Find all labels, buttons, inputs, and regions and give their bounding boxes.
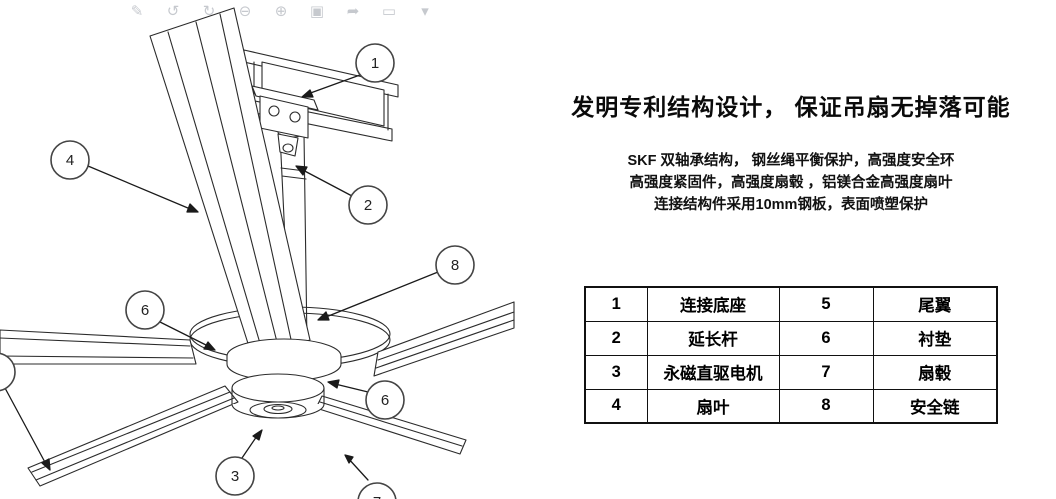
part-name: 永磁直驱电机 bbox=[646, 354, 780, 390]
zoom-out-icon[interactable]: ⊖ bbox=[238, 3, 252, 20]
table-row: 1 连接底座 5 尾翼 bbox=[584, 286, 998, 322]
callout-numbers: 1 2 4 8 6 6 3 7 bbox=[66, 55, 459, 499]
part-number: 2 bbox=[584, 320, 648, 356]
more-icon[interactable]: ▾ bbox=[421, 3, 429, 20]
callout-left-partial bbox=[0, 352, 16, 392]
part-number: 3 bbox=[584, 354, 648, 390]
folder-icon[interactable]: ▭ bbox=[381, 3, 397, 20]
part-name: 安全链 bbox=[872, 388, 998, 424]
part-name: 扇毂 bbox=[872, 354, 998, 390]
svg-text:2: 2 bbox=[364, 197, 372, 214]
callout-6a bbox=[125, 290, 165, 330]
image-icon[interactable]: ▣ bbox=[309, 3, 325, 20]
part-name: 连接底座 bbox=[646, 286, 780, 322]
svg-text:3: 3 bbox=[231, 468, 239, 485]
share-icon[interactable]: ➦ bbox=[346, 3, 360, 20]
top-toolbar: ✎ ↺ ↻ ⊖ ⊕ ▣ ➦ ▭ ▾ bbox=[128, 2, 434, 20]
fan-hub bbox=[226, 338, 342, 382]
part-number: 4 bbox=[584, 388, 648, 424]
callout-2 bbox=[348, 185, 388, 225]
callout-6b bbox=[365, 380, 405, 420]
mounting-bracket bbox=[251, 85, 319, 157]
parts-table: 1 连接底座 5 尾翼 2 延长杆 6 衬垫 3 永磁直驱电机 7 bbox=[584, 286, 998, 424]
svg-text:6: 6 bbox=[141, 302, 149, 319]
part-number: 6 bbox=[778, 320, 874, 356]
svg-text:8: 8 bbox=[451, 257, 459, 274]
fan-diagram-panel: 1 2 4 8 6 6 3 7 bbox=[0, 0, 515, 499]
table-row: 2 延长杆 6 衬垫 bbox=[584, 320, 998, 356]
page-title: 发明专利结构设计， 保证吊扇无掉落可能 bbox=[571, 94, 1011, 120]
part-name: 扇叶 bbox=[646, 388, 780, 424]
part-name: 延长杆 bbox=[646, 320, 780, 356]
fan-blade-lower-left bbox=[27, 385, 239, 487]
callout-4 bbox=[50, 140, 90, 180]
feature-line-3: 连接结构件采用10mm钢板，表面喷塑保护 bbox=[654, 197, 928, 213]
part-name: 衬垫 bbox=[872, 320, 998, 356]
part-number: 1 bbox=[584, 286, 648, 322]
callout-balloons bbox=[0, 43, 475, 499]
fan-blade-right bbox=[373, 301, 515, 377]
feature-description: SKF 双轴承结构， 钢丝绳平衡保护，高强度安全环 高强度紧固件，高强度扇毂 ，… bbox=[540, 150, 1042, 216]
callout-8 bbox=[435, 245, 475, 285]
part-name: 尾翼 bbox=[872, 286, 998, 322]
fan-blade-left bbox=[0, 329, 197, 365]
svg-text:7: 7 bbox=[373, 494, 381, 499]
leader-arrows bbox=[4, 74, 439, 481]
fan-diagram: 1 2 4 8 6 6 3 7 bbox=[0, 7, 515, 499]
fan-blade-upper bbox=[149, 7, 311, 357]
zoom-in-icon[interactable]: ⊕ bbox=[274, 3, 288, 20]
undo-icon[interactable]: ↺ bbox=[166, 3, 180, 20]
part-number: 7 bbox=[778, 354, 874, 390]
edit-icon[interactable]: ✎ bbox=[130, 3, 144, 20]
feature-line-2: 高强度紧固件，高强度扇毂 ，铝镁合金高强度扇叶 bbox=[629, 175, 953, 191]
motor bbox=[231, 373, 325, 419]
table-row: 3 永磁直驱电机 7 扇毂 bbox=[584, 354, 998, 390]
callout-1 bbox=[355, 43, 395, 83]
callout-7 bbox=[357, 482, 397, 499]
parts-table-wrapper: 1 连接底座 5 尾翼 2 延长杆 6 衬垫 3 永磁直驱电机 7 bbox=[540, 286, 1042, 424]
part-number: 5 bbox=[778, 286, 874, 322]
svg-text:1: 1 bbox=[371, 55, 379, 72]
svg-text:6: 6 bbox=[381, 392, 389, 409]
feature-line-1: SKF 双轴承结构， 钢丝绳平衡保护，高强度安全环 bbox=[627, 153, 955, 169]
part-number: 8 bbox=[778, 388, 874, 424]
info-panel: 发明专利结构设计， 保证吊扇无掉落可能 SKF 双轴承结构， 钢丝绳平衡保护，高… bbox=[540, 0, 1042, 499]
callout-3 bbox=[215, 456, 255, 496]
svg-text:4: 4 bbox=[66, 152, 74, 169]
table-row: 4 扇叶 8 安全链 bbox=[584, 388, 998, 424]
